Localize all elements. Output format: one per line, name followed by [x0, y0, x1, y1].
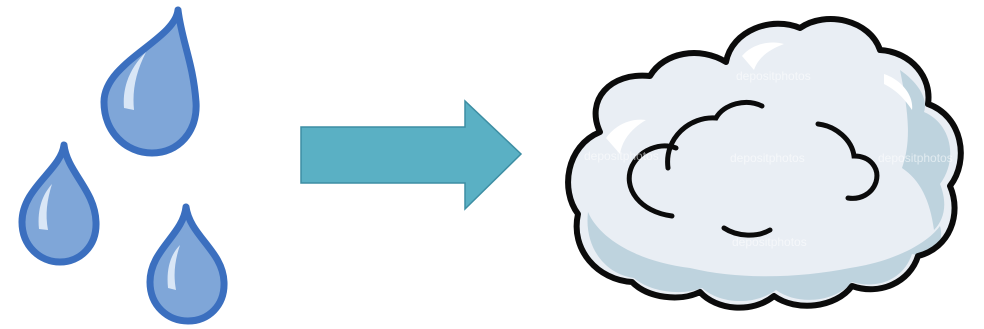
- watermark-text: depositphotos: [584, 149, 659, 163]
- watermark-text: depositphotos: [736, 69, 811, 83]
- water-drop-icon: [22, 145, 96, 262]
- cloud-icon: depositphotos depositphotos depositphoto…: [568, 19, 961, 308]
- watermark-text: depositphotos: [878, 151, 953, 165]
- watermark-text: depositphotos: [730, 151, 805, 165]
- water-drop-icon: [150, 207, 224, 321]
- water-drops-group: [22, 10, 224, 321]
- watermark-text: depositphotos: [732, 235, 807, 249]
- water-drop-icon: [104, 10, 196, 153]
- right-arrow-icon: [301, 101, 521, 209]
